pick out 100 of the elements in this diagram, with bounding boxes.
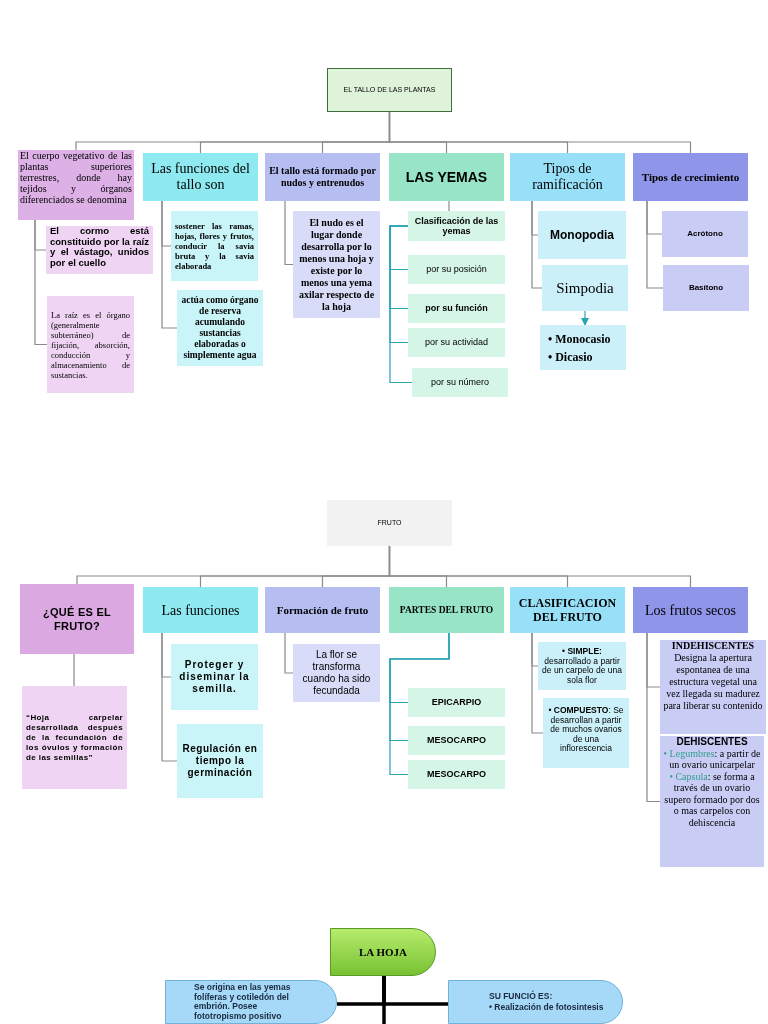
heading-text: DEHISCENTES	[675, 736, 749, 748]
box-text: Simpodia	[555, 278, 615, 298]
box-text: Tipos de crecimiento	[640, 169, 741, 185]
box-text: por su número	[430, 375, 490, 389]
concept-box	[143, 587, 258, 633]
connector-line	[284, 632, 294, 674]
box-text: sostener las ramas, hojas, flores y frutos, conducir la savia bruta y la savia elaborada	[175, 221, 254, 271]
connector-line	[382, 976, 386, 1024]
box-text: por su posición	[425, 262, 488, 276]
concept-box	[22, 686, 127, 789]
connector-line	[531, 200, 543, 289]
box-text: EPICARPIO	[430, 695, 483, 709]
concept-box	[389, 587, 504, 633]
concept-box	[327, 500, 452, 546]
concept-box	[660, 640, 766, 734]
box-text: LA HOJA	[358, 944, 408, 960]
concept-box	[543, 698, 629, 768]
connector-line	[73, 653, 75, 687]
concept-box	[538, 211, 626, 259]
concept-box	[389, 153, 504, 201]
connector-line	[388, 111, 692, 154]
concept-box	[143, 153, 258, 201]
box-text: por su función	[424, 301, 489, 315]
heading-text: SU FUNCIÓ ES:	[489, 991, 554, 1002]
box-text: “Hoja carpelar desarrollada después de la fecundación de los óvulos y formación de las semillas”	[26, 712, 123, 763]
concept-box	[46, 226, 153, 274]
box-text: por su actividad	[423, 335, 489, 349]
connector-line	[531, 632, 544, 734]
concept-box	[171, 211, 258, 281]
concept-box	[408, 688, 505, 717]
box-text: LAS YEMAS	[404, 167, 489, 187]
concept-box	[47, 296, 134, 393]
concept-box	[327, 68, 452, 112]
connector-line	[161, 632, 178, 762]
box-text: Monopodia	[549, 227, 615, 244]
rounded-callout	[165, 980, 337, 1024]
concept-box	[265, 587, 380, 633]
concept-box	[660, 736, 764, 867]
list-item: • Realización de fotosintesis	[489, 1002, 605, 1013]
list-item: • Monocasio	[548, 330, 612, 348]
box-text: PARTES DEL FRUTO	[398, 603, 495, 617]
box-text: El cuerpo vegetativo de las plantas superiores terrestres, donde hay tejidos y órganos diferenciados se denomina	[20, 150, 132, 205]
box-text: El nudo es el lugar donde desarrolla por lo menos una hoja y existe por lo menos una yema axilar respecto de la hoja	[297, 216, 376, 313]
connector-line	[389, 225, 413, 384]
concept-box	[408, 294, 505, 323]
box-text: Se origina en las yemas folíferas y cotiledón del embrión. Posee fototropismo positivo	[194, 983, 292, 1021]
concept-box	[633, 153, 748, 201]
concept-box	[177, 724, 263, 798]
concept-box	[293, 644, 380, 702]
concept-box	[663, 265, 749, 311]
list-item: • Legumbres: a partir de un ovario unicarpelar	[662, 747, 762, 771]
concept-box	[412, 368, 508, 397]
concept-box	[408, 255, 505, 284]
tab-shape	[330, 928, 436, 976]
box-text: El tallo está formado por nudos y entrenudos	[268, 165, 377, 189]
connector-line	[284, 200, 294, 266]
box-text: Tipos de ramificación	[531, 161, 604, 193]
connector-line	[646, 632, 661, 803]
list-item: • Dicasio	[548, 348, 594, 366]
connector-line	[389, 632, 450, 776]
concept-box	[408, 760, 505, 789]
connector-line	[448, 200, 450, 212]
box-text: Formación de fruto	[275, 602, 370, 618]
concept-box	[171, 644, 258, 710]
box-text: La raíz es el órgano (generalmente subterráneo) de fijación, absorción, conducción y almacenamiento de sustancias.	[51, 309, 130, 380]
box-text: CLASIFICACION DEL FRUTO	[517, 596, 618, 624]
box-text: MESOCARPO	[426, 733, 487, 747]
concept-box	[510, 587, 625, 633]
concept-box	[540, 325, 626, 370]
concept-box	[510, 153, 625, 201]
concept-box	[18, 150, 134, 220]
box-text: Proteger y diseminar la semilla.	[178, 659, 251, 695]
list-item: • Capsula: se forma a través de un ovario supero formado por dos o mas carpelos con dehiscencia	[663, 770, 761, 828]
concept-box	[542, 265, 628, 311]
box-text: Las funciones	[160, 601, 241, 620]
box-text: Los frutos secos	[644, 601, 737, 620]
heading-text: INDEHISCENTES	[670, 640, 756, 652]
rounded-callout	[448, 980, 623, 1024]
box-text: ¿QUÉ ES EL FRUTO?	[41, 605, 113, 633]
list-item: • COMPUESTO: Se desarrollan a partir de muchos ovarios de una inflorescencia	[547, 706, 625, 754]
concept-box	[662, 211, 748, 257]
concept-box	[408, 726, 505, 755]
box-text: MESOCARPO	[426, 767, 487, 781]
box-text: El cormo está constituido por la raíz y el vástago, unidos por el cuello	[50, 226, 149, 268]
box-text: actúa como órgano de reserva acumulando sustancias elaboradas o simplemente agua	[181, 295, 259, 361]
arrow	[581, 310, 589, 326]
list-item: • SIMPLE: desarrollado a partir de un carpelo de una sola flor	[542, 647, 622, 685]
box-text: La flor se transforma cuando ha sido fecundada	[301, 649, 372, 697]
box-text: Regulación en tiempo la germinación	[181, 743, 259, 779]
concept-box	[408, 328, 505, 357]
connector-line	[161, 200, 178, 329]
box-text: Acrótono	[686, 228, 724, 240]
box-text: Basítono	[687, 282, 725, 294]
concept-box	[20, 584, 134, 654]
box-text: Designa la apertura espontanea de una estructura vegetal una vez llegada su madurez para liberar su contenido	[662, 652, 764, 712]
concept-box	[265, 153, 380, 201]
box-text: Clasificación de las yemas	[413, 216, 500, 236]
connector-line	[34, 219, 48, 346]
connector-line	[646, 200, 664, 289]
box-text: Las funciones del tallo son	[150, 161, 251, 193]
